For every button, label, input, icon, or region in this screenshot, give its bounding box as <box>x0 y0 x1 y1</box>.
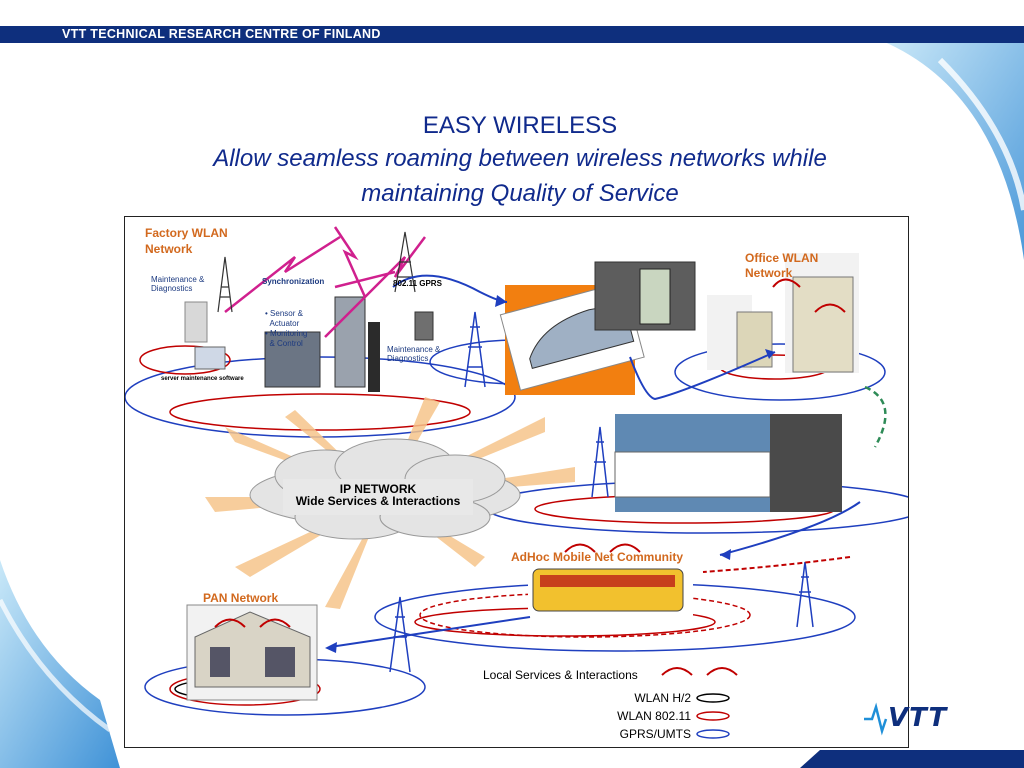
ip-network-title: IP NETWORK <box>339 482 417 496</box>
vtt-logo-mark <box>864 702 888 736</box>
maintenance-label-2: Maintenance & Diagnostics <box>387 345 441 363</box>
legend-wlan-h2: WLAN H/2 <box>634 691 691 705</box>
wireless-link-bolts <box>224 226 426 338</box>
synchronization-label: Synchronization <box>262 277 325 286</box>
legend-wlan-h2-icon <box>696 693 730 703</box>
vtt-logo-text: VTT <box>888 703 948 733</box>
local-interaction-arrows <box>214 278 846 676</box>
roaming-arrows <box>329 274 861 648</box>
legend-wlan-80211: WLAN 802.11 <box>617 709 691 723</box>
slide-title: EASY WIRELESS <box>422 112 618 139</box>
slide-subtitle-line-1: Allow seamless roaming between wireless … <box>213 145 827 172</box>
organization-name: VTT TECHNICAL RESEARCH CENTRE OF FINLAND <box>62 27 381 41</box>
legend-gprs-icon <box>696 729 730 739</box>
diagram-graphics <box>125 226 908 739</box>
server-label: server maintenance software <box>161 376 244 382</box>
vtt-logo: VTT <box>862 697 972 737</box>
gprs-label: 802.11 GPRS <box>393 279 442 288</box>
antenna-towers <box>217 231 416 313</box>
network-diagram: Factory WLAN Network Maintenance & Diagn… <box>124 216 909 748</box>
header-bar <box>0 26 1024 43</box>
factory-wlan-ellipse <box>169 393 471 431</box>
adhoc-dashed-link <box>702 556 851 573</box>
maintenance-label-1: Maintenance & Diagnostics <box>151 275 205 293</box>
adhoc-label: AdHoc Mobile Net Community <box>511 550 684 564</box>
factory-wlan-label: Factory WLAN Network <box>145 226 228 256</box>
legend-wlan-80211-icon <box>696 711 730 721</box>
arrow-heads <box>325 295 775 653</box>
office-gprs-ellipse <box>674 343 886 401</box>
slide-subtitle-line-2: maintaining Quality of Service <box>361 180 679 207</box>
sensor-bullets: • Sensor & Actuator • Monitoring & Contr… <box>265 309 308 348</box>
legend-gprs: GPRS/UMTS <box>619 727 691 741</box>
pan-label: PAN Network <box>203 591 279 605</box>
handover-dashed-arrow <box>864 385 887 448</box>
ip-network-subtitle: Wide Services & Interactions <box>295 494 461 508</box>
local-services-label: Local Services & Interactions <box>483 668 638 682</box>
office-wlan-label: Office WLAN Network <box>745 251 819 280</box>
factory-local-ellipse <box>139 345 231 375</box>
